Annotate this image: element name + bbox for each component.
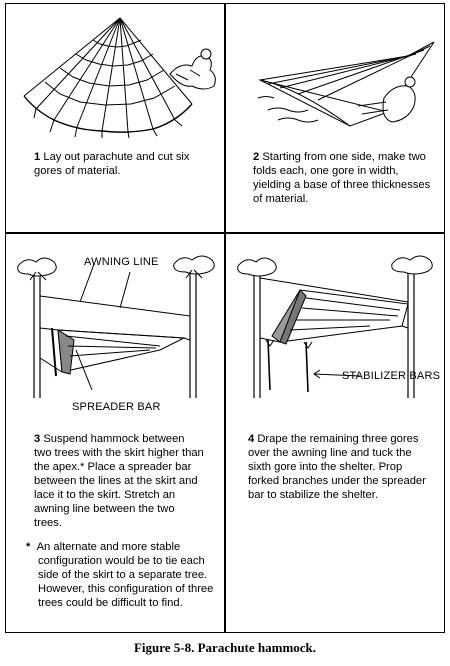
figure-caption: Figure 5-8. Parachute hammock.: [133, 640, 317, 655]
hammock-suspended-illustration: [10, 250, 220, 400]
step-2-caption: 2 Starting from one side, make two folds…: [253, 150, 438, 206]
folding-gores-illustration: [258, 40, 436, 130]
step-3-number: 3: [34, 433, 41, 445]
panel-divider-horizontal: [5, 232, 445, 234]
footnote-marker: *: [26, 541, 31, 553]
step-4-caption: 4 Drape the remaining three gores over t…: [248, 432, 428, 502]
awning-line-label: AWNING LINE: [84, 256, 159, 268]
footnote: * An alternate and more stable configura…: [26, 540, 218, 610]
step-2-text: Starting from one side, make two folds e…: [253, 151, 431, 205]
step-4-text: Drape the remaining three gores over the…: [248, 433, 426, 501]
parachute-layout-illustration: [20, 14, 220, 139]
step-1-number: 1: [34, 151, 41, 163]
step-3-caption: 3 Suspend hammock between two trees with…: [34, 432, 204, 530]
draped-shelter-illustration: [230, 250, 440, 400]
footnote-text: An alternate and more stable configurati…: [36, 541, 214, 609]
step-1-caption: 1 Lay out parachute and cut six gores of…: [34, 150, 194, 178]
stabilizer-bars-label: STABILIZER BARS: [342, 370, 441, 382]
spreader-bar-label: SPREADER BAR: [72, 401, 161, 413]
step-2-number: 2: [253, 151, 260, 163]
step-1-text: Lay out parachute and cut six gores of m…: [34, 151, 190, 177]
panel-divider-vertical: [224, 3, 226, 633]
step-3-text: Suspend hammock between two trees with t…: [34, 433, 204, 529]
step-4-number: 4: [248, 433, 255, 445]
